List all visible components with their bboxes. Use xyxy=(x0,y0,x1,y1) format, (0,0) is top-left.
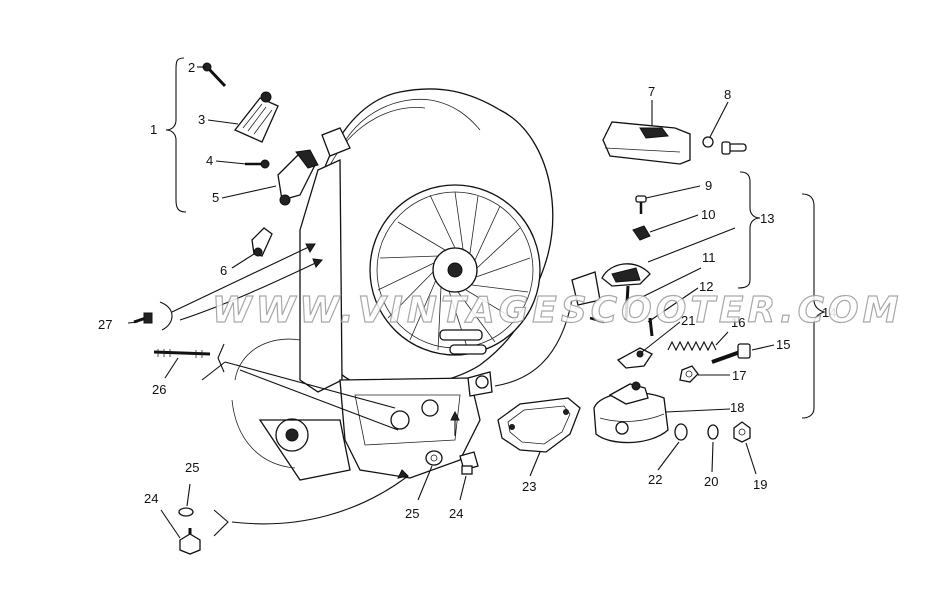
lever-part-21 xyxy=(616,347,653,369)
bolt-part-15 xyxy=(711,343,751,364)
clip-part-10 xyxy=(632,225,651,241)
screw-part-4 xyxy=(245,159,270,169)
nut-part-19 xyxy=(733,421,751,443)
washer-part-25-middle xyxy=(425,450,443,466)
cover-cap-part-7 xyxy=(602,121,691,165)
callout-22: 22 xyxy=(648,472,662,487)
screw-part-2 xyxy=(202,62,227,88)
callout-27: 27 xyxy=(98,317,112,332)
callout-6: 6 xyxy=(220,263,227,278)
callout-15: 15 xyxy=(776,337,790,352)
callout-23: 23 xyxy=(522,479,536,494)
bracket-group-1 xyxy=(165,57,187,213)
washer-part-25-lower xyxy=(178,507,194,517)
callout-25-lower: 25 xyxy=(185,460,199,475)
washer-part-22 xyxy=(674,423,688,441)
callout-2: 2 xyxy=(188,60,195,75)
screw-part-27 xyxy=(133,312,153,324)
callout-1: 1 xyxy=(150,122,157,137)
callout-8: 8 xyxy=(724,87,731,102)
callout-25-middle: 25 xyxy=(405,506,419,521)
grommet-part-6 xyxy=(251,227,273,257)
callout-21: 21 xyxy=(681,313,695,328)
callout-17: 17 xyxy=(732,368,746,383)
contact-breaker-part-11 xyxy=(601,263,651,321)
callout-10: 10 xyxy=(701,207,715,222)
callout-20: 20 xyxy=(704,474,718,489)
arrowheads xyxy=(305,243,460,479)
callout-7: 7 xyxy=(648,84,655,99)
ignition-coil-part-3 xyxy=(233,91,279,143)
callout-4: 4 xyxy=(206,153,213,168)
spring-part-16 xyxy=(667,340,717,352)
nut-part-17 xyxy=(679,365,699,383)
callout-3: 3 xyxy=(198,112,205,127)
watermark-text: WWW.VINTAGESCOOTER.COM xyxy=(212,290,902,331)
leader-lines xyxy=(127,66,775,539)
callout-labels: 1 2 3 4 5 6 7 8 9 10 11 12 13 14 15 16 1… xyxy=(98,60,836,521)
callout-12: 12 xyxy=(699,279,713,294)
callout-11: 11 xyxy=(702,250,716,265)
callout-14: 14 xyxy=(822,305,836,320)
connector-part-5 xyxy=(277,149,319,206)
callout-13: 13 xyxy=(760,211,774,226)
callout-19: 19 xyxy=(753,477,767,492)
bracket-group-24 xyxy=(213,509,229,537)
plug-part-24-middle xyxy=(459,451,479,475)
spring-washer-part-20 xyxy=(707,424,719,440)
stud-part-26 xyxy=(153,349,211,358)
screw-part-9 xyxy=(635,195,647,214)
bolt-part-24-lower xyxy=(179,528,201,555)
fan-vanes xyxy=(377,191,531,351)
bracket-group-13 xyxy=(737,171,761,289)
callout-5: 5 xyxy=(212,190,219,205)
gasket-part-23 xyxy=(497,397,581,453)
callout-16: 16 xyxy=(731,315,745,330)
callout-24-lower: 24 xyxy=(144,491,158,506)
callout-18: 18 xyxy=(730,400,744,415)
bracket-group-27 xyxy=(159,301,173,331)
engine-housing xyxy=(231,88,601,481)
carburettor-part-18 xyxy=(593,381,669,444)
callout-26: 26 xyxy=(152,382,166,397)
bracket-group-14 xyxy=(801,193,826,419)
washer-part-8 xyxy=(702,136,747,155)
bracket-group-26 xyxy=(217,343,225,373)
callout-9: 9 xyxy=(705,178,712,193)
callout-24-middle: 24 xyxy=(449,506,463,521)
